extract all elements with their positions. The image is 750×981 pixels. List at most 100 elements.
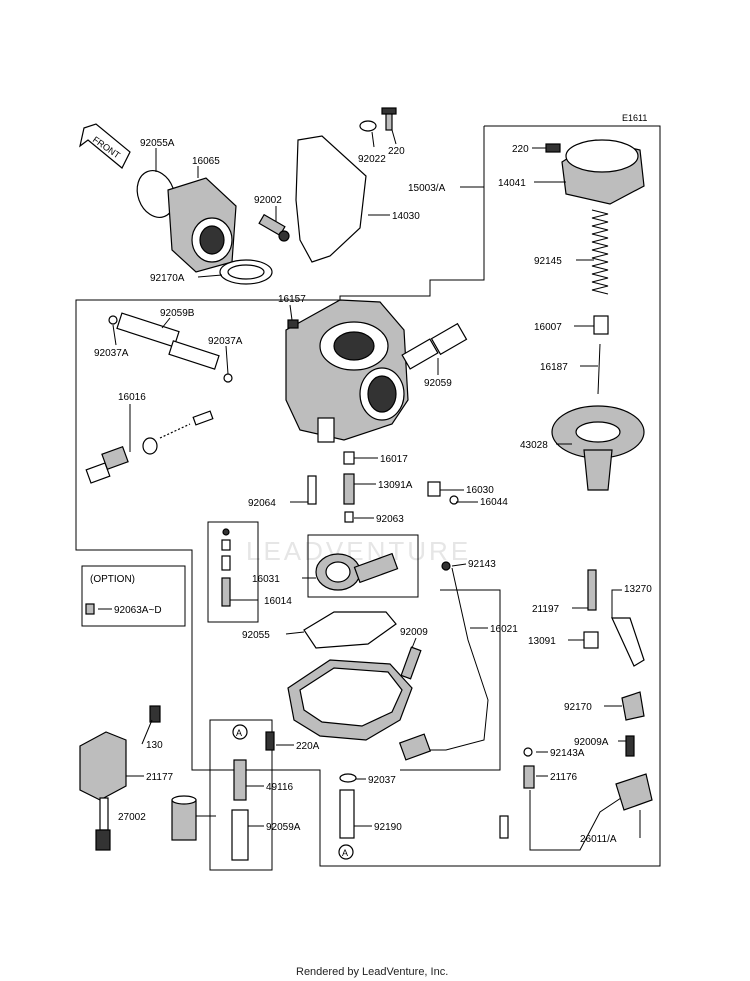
svg-text:A: A bbox=[342, 848, 348, 858]
clamp-92170 bbox=[621, 691, 645, 721]
part-16030 bbox=[427, 481, 441, 497]
needle-16187 bbox=[597, 343, 601, 395]
label-92063: 92063 bbox=[376, 514, 404, 525]
label-130: 130 bbox=[146, 740, 163, 751]
label-13091: 13091 bbox=[528, 636, 556, 647]
jet-92064 bbox=[307, 475, 317, 505]
clip-92037 bbox=[339, 773, 357, 783]
part-92143A bbox=[523, 747, 533, 757]
hose-92059A bbox=[231, 809, 249, 861]
label-92037A-2: 92037A bbox=[208, 336, 243, 347]
jet-92063 bbox=[344, 511, 354, 523]
label-13091A: 13091A bbox=[378, 480, 413, 491]
label-16016: 16016 bbox=[118, 392, 146, 403]
pilot-screw-16016 bbox=[85, 410, 214, 484]
jets-16014 bbox=[221, 528, 231, 607]
box-16031 bbox=[307, 534, 419, 598]
label-92009A: 92009A bbox=[574, 737, 609, 748]
label-16157: 16157 bbox=[278, 294, 306, 305]
label-21177: 21177 bbox=[146, 772, 174, 783]
hose-92059B bbox=[116, 312, 220, 370]
part-27002 bbox=[171, 795, 197, 841]
label-92037: 92037 bbox=[368, 775, 396, 786]
label-92037A-1: 92037A bbox=[94, 348, 129, 359]
label-92059: 92059 bbox=[424, 378, 452, 389]
label-16030: 16030 bbox=[466, 485, 494, 496]
hose-92059 bbox=[401, 322, 468, 370]
label-92190: 92190 bbox=[374, 822, 402, 833]
label-16031: 16031 bbox=[252, 574, 280, 585]
label-16187: 16187 bbox=[540, 362, 568, 373]
option-jet-92063AD bbox=[85, 603, 95, 615]
label-220-top: 220 bbox=[388, 146, 405, 157]
screw-92002 bbox=[258, 213, 290, 242]
carburetor-body bbox=[285, 299, 409, 443]
footer-credit: Rendered by LeadVenture, Inc. bbox=[296, 966, 448, 978]
label-27002: 27002 bbox=[118, 812, 146, 823]
label-92059A: 92059A bbox=[266, 822, 301, 833]
diagram-code: E1611 bbox=[622, 113, 647, 123]
label-16017: 16017 bbox=[380, 454, 408, 465]
float-bowl bbox=[287, 659, 413, 741]
screw-130 bbox=[149, 705, 161, 723]
label-92009: 92009 bbox=[400, 627, 428, 638]
label-21197: 21197 bbox=[532, 604, 560, 615]
label-16021: 16021 bbox=[490, 624, 518, 635]
clip-92037A-1 bbox=[108, 315, 118, 325]
harness-26011A bbox=[499, 773, 653, 851]
label-15003A: 15003/A bbox=[408, 183, 446, 194]
screw-92009A bbox=[625, 735, 635, 757]
bracket-13270 bbox=[611, 617, 645, 667]
label-92022: 92022 bbox=[358, 154, 386, 165]
label-92143A: 92143A bbox=[550, 748, 585, 759]
cover-14030 bbox=[295, 135, 367, 263]
jet-box bbox=[207, 521, 259, 623]
clip-92037A-2 bbox=[223, 373, 233, 383]
label-26011A: 26011/A bbox=[580, 834, 617, 845]
label-21176: 21176 bbox=[550, 772, 578, 783]
screw-220-right bbox=[545, 143, 561, 153]
needle-jet-13091A bbox=[343, 473, 355, 505]
hose-92190 bbox=[339, 789, 355, 839]
label-option: (OPTION) bbox=[90, 574, 135, 585]
spring-92145 bbox=[591, 209, 609, 295]
label-49116: 49116 bbox=[266, 782, 294, 793]
watermark: LEADVENTURE bbox=[246, 536, 471, 566]
label-43028: 43028 bbox=[520, 440, 548, 451]
svg-text:A: A bbox=[236, 728, 242, 738]
option-box bbox=[81, 565, 186, 627]
label-92059B: 92059B bbox=[160, 308, 195, 319]
jet-16017 bbox=[343, 451, 355, 465]
marker-a-bottom: A bbox=[338, 844, 354, 860]
cap-14041 bbox=[561, 139, 645, 205]
screw-92009 bbox=[400, 646, 422, 680]
sensor-21176 bbox=[523, 765, 535, 789]
label-13270: 13270 bbox=[624, 584, 652, 595]
right-assembly-box bbox=[75, 125, 661, 867]
label-92170: 92170 bbox=[564, 702, 592, 713]
label-16044: 16044 bbox=[480, 497, 508, 508]
screw-220-top bbox=[381, 107, 397, 131]
label-14030: 14030 bbox=[392, 211, 420, 222]
cable-16021 bbox=[398, 561, 489, 761]
lower-left-box bbox=[209, 719, 273, 871]
label-92143: 92143 bbox=[468, 559, 496, 570]
washer-92022 bbox=[359, 120, 377, 132]
gasket-92055 bbox=[303, 611, 397, 649]
part-16007 bbox=[593, 315, 609, 335]
label-16007: 16007 bbox=[534, 322, 562, 333]
label-92170A: 92170A bbox=[150, 273, 185, 284]
front-arrow-icon: FRONT bbox=[79, 123, 131, 169]
label-92145: 92145 bbox=[534, 256, 562, 267]
label-220A: 220A bbox=[296, 741, 320, 752]
label-16065: 16065 bbox=[192, 156, 220, 167]
sensor-21197 bbox=[587, 569, 597, 611]
marker-a-left: A bbox=[232, 724, 248, 740]
label-92064: 92064 bbox=[248, 498, 276, 509]
cable-box bbox=[400, 589, 501, 771]
plug-16157 bbox=[287, 319, 299, 329]
part-labels: 92055A 16065 92022 220 92002 14030 92170… bbox=[90, 138, 652, 845]
label-92055: 92055 bbox=[242, 630, 270, 641]
pump-16031 bbox=[315, 552, 399, 591]
